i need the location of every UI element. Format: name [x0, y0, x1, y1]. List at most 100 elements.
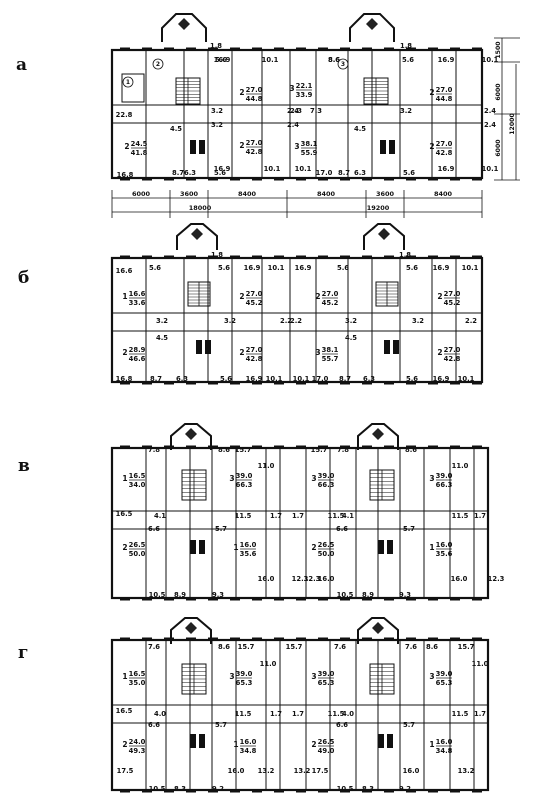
room-area-label: 16.0 — [228, 767, 245, 775]
apartment-room-count: 1 — [122, 292, 127, 301]
apartment-living-area: 39.0 — [318, 670, 335, 678]
apartment-room-count: 2 — [239, 348, 244, 357]
room-marker: 2 — [156, 61, 160, 68]
room-area-label: 10.5 — [149, 591, 166, 599]
apartment-living-area: 24.0 — [129, 738, 146, 746]
apartment-living-area: 27.0 — [246, 86, 263, 94]
shaft — [199, 734, 205, 748]
apartment-total-area: 41.8 — [131, 149, 148, 157]
room-area-label: 5.7 — [403, 525, 415, 533]
apartment-total-area: 42.8 — [436, 149, 453, 157]
room-area-label: 10.1 — [458, 375, 475, 383]
apartment-room-count: 2 — [122, 348, 127, 357]
apartment-room-count: 2 — [437, 348, 442, 357]
room-area-label: 16.0 — [403, 767, 420, 775]
apartment-total-area: 66.3 — [318, 481, 335, 489]
panel-letter-b: б — [18, 268, 30, 288]
apartment-living-area: 16.0 — [240, 738, 257, 746]
room-area-label: 1.8 — [210, 42, 222, 50]
apartment-room-count: 2 — [311, 543, 316, 552]
stair-bay-detail — [366, 18, 378, 30]
apartment-living-area: 26.5 — [318, 738, 335, 746]
stair-bay — [349, 13, 395, 42]
apartment-living-area: 39.0 — [436, 472, 453, 480]
shaft — [190, 734, 196, 748]
room-area-label: 2.2 — [280, 317, 292, 325]
room-area-label: 1.8 — [211, 251, 223, 259]
room — [121, 73, 145, 103]
dimension-label: 8400 — [317, 190, 336, 198]
apartment-room-count: 2 — [311, 740, 316, 749]
apartment-living-area: 27.0 — [246, 290, 263, 298]
apartment-total-area: 49.0 — [318, 747, 335, 755]
apartment-room-count: 1 — [122, 474, 127, 483]
apartment-living-area: 26.5 — [129, 541, 146, 549]
apartment-living-area: 38.1 — [322, 346, 339, 354]
shaft — [380, 140, 386, 154]
room-area-label: 4.5 — [354, 125, 366, 133]
room-area-label: 16.5 — [116, 707, 133, 715]
room-area-label: 16.9 — [214, 165, 231, 173]
stair-bay — [176, 223, 218, 250]
apartment-room-count: 1 — [233, 740, 238, 749]
room-area-label: 8.9 — [362, 591, 374, 599]
dimension-label: 6000 — [132, 190, 151, 198]
room-area-label: 1.7 — [292, 512, 304, 520]
room-marker: 3 — [341, 61, 345, 68]
apartment-room-count: 2 — [124, 142, 129, 151]
apartment-living-area: 16.5 — [129, 670, 146, 678]
room-area-label: 3.2 — [224, 317, 236, 325]
apartment-room-count: 1 — [429, 740, 434, 749]
shaft — [384, 340, 390, 354]
dimension-label: 6000 — [495, 139, 502, 157]
stair-bay — [170, 617, 212, 644]
apartment-total-area: 35.0 — [129, 679, 146, 687]
apartment-total-area: 65.3 — [318, 679, 335, 687]
room-area-label: 16.0 — [451, 575, 468, 583]
room-area-label: 5.6 — [402, 56, 414, 64]
dimension-label: 3600 — [180, 190, 199, 198]
stair-bay — [357, 423, 399, 450]
room-area-label: 16.5 — [116, 510, 133, 518]
room-area-label: 5.7 — [215, 721, 227, 729]
room-marker-circle — [122, 76, 134, 88]
room-area-label: 16.6 — [116, 267, 133, 275]
room-area-label: 5.6 — [406, 264, 418, 272]
room-area-label: 12.3 — [488, 575, 505, 583]
room-area-label: 11.0 — [452, 462, 469, 470]
apartment-living-area: 16.0 — [436, 541, 453, 549]
apartment-room-count: 2 — [437, 292, 442, 301]
stair-bay-detail — [372, 622, 384, 634]
room-area-label: 17.5 — [312, 767, 329, 775]
apartment-living-area: 27.0 — [444, 346, 461, 354]
room-area-label: 1.7 — [474, 512, 486, 520]
room-area-label: 8.6 — [328, 56, 340, 64]
apartment-living-area: 38.1 — [301, 140, 318, 148]
room-area-label: 11.5 — [235, 512, 252, 520]
stair-bay — [170, 423, 212, 450]
room-area-label: 16.9 — [433, 375, 450, 383]
stair-bay — [161, 13, 207, 42]
shaft — [190, 140, 196, 154]
room-area-label: 7.6 — [148, 643, 160, 651]
panel-letter-a: а — [16, 55, 28, 75]
room-area-label: 5.7 — [215, 525, 227, 533]
dimension-label: 8400 — [434, 190, 453, 198]
room-area-label: 10.1 — [295, 165, 312, 173]
room-area-label: 4.5 — [170, 125, 182, 133]
room-area-label: 5.6 — [214, 169, 226, 177]
apartment-room-count: 3 — [311, 672, 316, 681]
room-area-label: 10.5 — [149, 785, 166, 793]
